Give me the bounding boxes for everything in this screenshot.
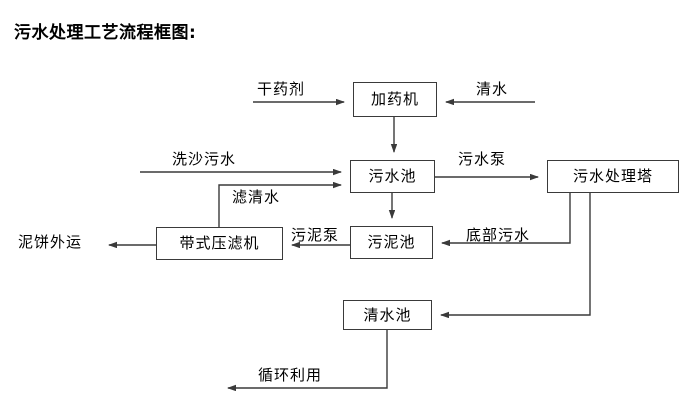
node-clear-water-pool-label: 清水池 [363,305,412,324]
edge-recycle-reuse [227,330,388,392]
node-belt-filter-press-label: 带式压滤机 [179,234,260,252]
node-belt-filter-press[interactable]: 带式压滤机 [156,227,283,260]
edge-filtrate-water [218,181,342,227]
node-sewage-pool-label: 污水池 [368,167,417,185]
edge-label-sewage-pump: 污水泵 [458,150,507,168]
edge-label-recycle-reuse: 循环利用 [258,366,323,384]
node-treatment-tower-label: 污水处理塔 [572,167,653,185]
node-treatment-tower[interactable]: 污水处理塔 [547,160,679,193]
edge-label-dry-chemical: 干药剂 [257,80,306,98]
edge-label-filtrate-water: 滤清水 [232,188,281,206]
node-dosing-machine[interactable]: 加药机 [353,82,437,117]
edge-label-clean-water-in: 清水 [476,80,509,98]
node-clear-water-pool[interactable]: 清水池 [343,300,432,330]
edge-label-sludge-pump: 污泥泵 [291,226,340,244]
node-sludge-pool[interactable]: 污泥池 [350,226,433,259]
node-dosing-machine-label: 加药机 [370,90,419,108]
edge-bottom-sewage [441,193,571,247]
edge-tower-to-clear-water [440,193,591,319]
node-sludge-pool-label: 污泥池 [367,233,416,251]
edge-label-sand-wash-sewage: 洗沙污水 [172,150,237,168]
node-sewage-pool[interactable]: 污水池 [350,160,435,193]
page-title: 污水处理工艺流程框图: [14,23,197,43]
edge-label-bottom-sewage: 底部污水 [466,226,531,244]
terminal-label-mud-cake-out: 泥饼外运 [18,233,83,251]
